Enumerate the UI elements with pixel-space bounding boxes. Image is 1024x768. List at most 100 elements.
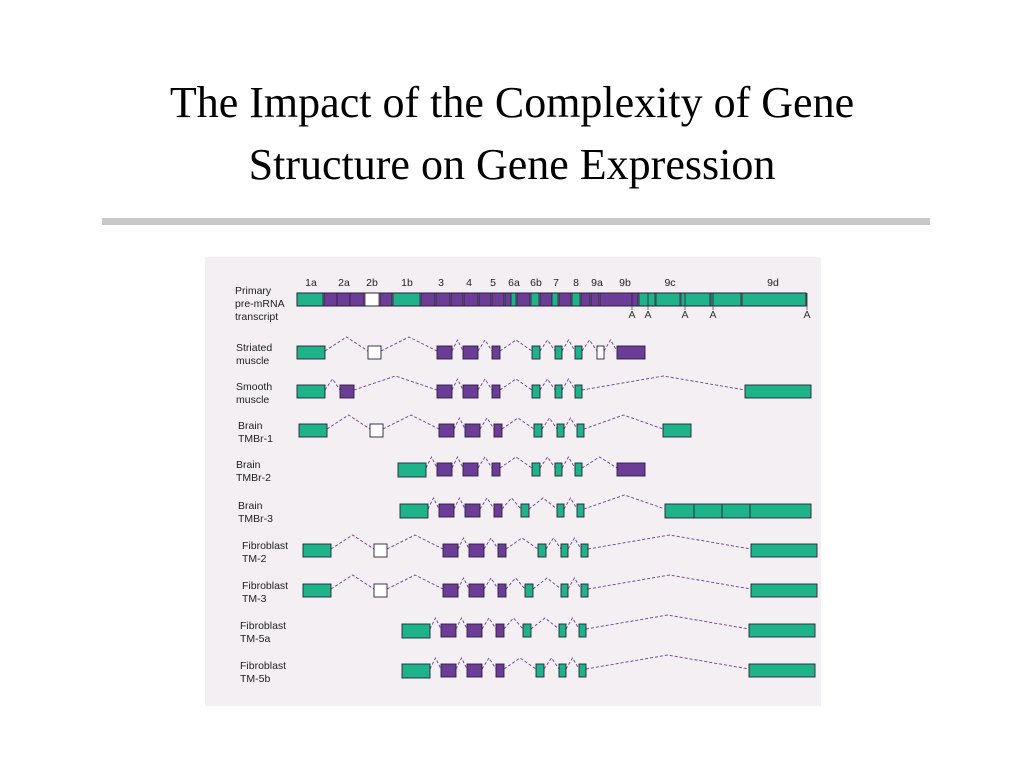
splice-connector: [581, 339, 598, 352]
exon-7: [556, 423, 565, 438]
primary-segment-intron: [349, 292, 365, 307]
exon-9d: [750, 543, 818, 558]
primary-segment-6a: [510, 292, 517, 307]
exon-4: [462, 345, 479, 360]
exon-9b: [616, 345, 646, 360]
splice-connector: [483, 537, 499, 550]
exon-3: [436, 345, 453, 360]
primary-transcript: [296, 292, 807, 307]
exon-5: [491, 462, 501, 477]
isoform-label-line: Brain: [236, 459, 261, 471]
exon-label-1a: 1a: [305, 277, 317, 289]
primary-segment-intron: [420, 292, 436, 307]
exon-label-1b: 1b: [401, 277, 413, 289]
splice-connector: [451, 338, 464, 352]
primary-segment-2b: [364, 292, 380, 307]
splice-connector: [330, 534, 375, 550]
exon-label-9c: 9c: [664, 277, 675, 289]
splice-connector: [499, 378, 533, 391]
exon-7: [554, 345, 563, 360]
primary-transcript-outline: [296, 292, 807, 307]
exon-7: [558, 663, 567, 678]
splice-connector: [455, 656, 468, 670]
isoform-label-line: TM-5a: [240, 633, 270, 645]
isoform-row: [296, 375, 812, 399]
primary-segment-7: [551, 292, 559, 307]
splice-connector: [330, 574, 375, 590]
exon-label-3: 3: [438, 277, 444, 289]
exon-5: [497, 583, 507, 598]
splice-connector: [585, 614, 750, 630]
exon-label-2b: 2b: [366, 277, 378, 289]
splice-connector: [429, 616, 442, 630]
primary-segment-1a: [296, 292, 324, 307]
primary-segment-2a-right: [336, 292, 351, 307]
splice-connector: [581, 375, 746, 391]
splice-connector: [501, 497, 522, 510]
isoform-label-line: Fibroblast: [242, 580, 288, 592]
isoform-label-line: TMBr-1: [238, 433, 273, 445]
exon-5: [497, 543, 507, 558]
exon-2b: [373, 543, 388, 558]
isoform-row: [399, 494, 812, 519]
exon-6b: [537, 543, 547, 558]
exon-4: [468, 543, 485, 558]
exon-5: [491, 384, 501, 399]
exon-4: [466, 663, 483, 678]
splice-connector: [545, 537, 562, 550]
isoform-label-line: Fibroblast: [240, 660, 286, 672]
exon-7: [560, 583, 569, 598]
primary-segment-6b: [530, 292, 540, 307]
splice-connector: [451, 377, 464, 391]
exon-6a: [524, 583, 534, 598]
isoform-label-line: TM-3: [242, 593, 267, 605]
splice-connector: [386, 534, 444, 550]
exon-3: [436, 462, 453, 477]
splice-connector: [563, 417, 578, 430]
exon-9d: [750, 583, 818, 598]
slide-title: The Impact of the Complexity of Gene Str…: [0, 72, 1024, 196]
splice-connector: [477, 339, 493, 352]
splice-connector: [583, 494, 666, 510]
splice-connector: [503, 657, 537, 670]
polya-site-label: A: [628, 309, 635, 321]
exon-9d: [744, 384, 812, 399]
exon-6b: [535, 663, 545, 678]
splice-connector: [324, 336, 369, 352]
splice-connector: [505, 577, 526, 590]
exon-1b: [397, 462, 427, 478]
isoform-label-line: TM-5b: [240, 673, 270, 685]
primary-segment-intron: [516, 292, 531, 307]
isoform-label-line: TMBr-3: [238, 513, 273, 525]
exon-6b: [533, 423, 543, 438]
primary-segment-intron: [558, 292, 572, 307]
splice-connector: [481, 657, 497, 670]
isoform-row: [302, 574, 818, 598]
isoform-label-line: Fibroblast: [240, 620, 286, 632]
splice-connector: [561, 378, 576, 391]
exon-5: [493, 423, 503, 438]
primary-segment-intron: [450, 292, 464, 307]
splice-connector: [479, 417, 495, 430]
exon-3: [438, 503, 455, 518]
splice-connector: [539, 339, 556, 352]
splice-connector: [539, 378, 556, 391]
exon-label-6b: 6b: [530, 277, 542, 289]
exon-8: [576, 423, 585, 438]
isoform-row: [298, 414, 692, 438]
exon-label-4: 4: [466, 277, 472, 289]
splice-connector: [477, 378, 493, 391]
primary-segment-9a: [590, 292, 600, 307]
splice-connector: [587, 534, 752, 550]
splice-connector: [457, 576, 470, 590]
exon-label-7: 7: [553, 277, 559, 289]
splice-connector: [567, 537, 582, 550]
exon-5: [491, 345, 501, 360]
splice-connector: [503, 617, 524, 630]
exon-6a: [522, 623, 532, 638]
splice-connector: [499, 456, 533, 469]
exon-6b: [531, 384, 541, 399]
